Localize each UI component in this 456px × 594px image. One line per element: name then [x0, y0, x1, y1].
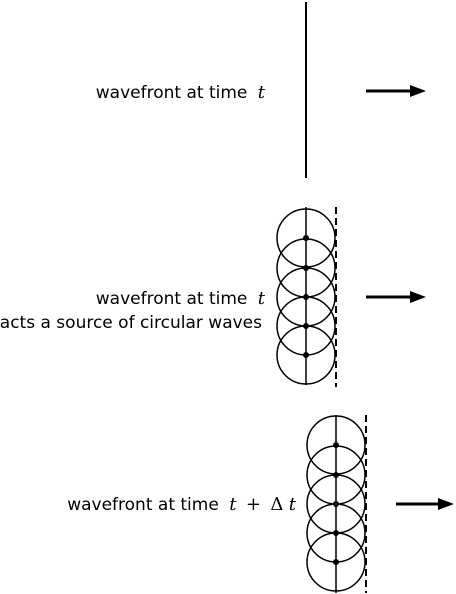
panel-3-time-symbol: t: [229, 494, 237, 515]
panel-2-direction-arrow: [366, 291, 426, 303]
panel-2-time-symbol: t: [258, 288, 266, 309]
panel-3-direction-arrow: [396, 498, 454, 510]
panel-1-label: wavefront at time t: [96, 82, 266, 103]
panel-3-source-point: [333, 472, 339, 478]
panel-1-time-symbol: t: [258, 82, 266, 103]
panel-3-source-point: [333, 501, 339, 507]
panel-3-source-point: [333, 442, 339, 448]
panel-3-delta-var: t: [289, 494, 297, 515]
panel-2-source-point: [303, 294, 309, 300]
panel-3-label: wavefront at time t + Δ t: [67, 494, 297, 515]
panel-2-source-point: [303, 235, 309, 241]
panel-3-source-point: [333, 530, 339, 536]
panel-2-source-point: [303, 323, 309, 329]
panel-3-delta-symbol: Δ: [270, 494, 283, 515]
panel-3-plus-sign: +: [246, 494, 261, 515]
panel-3-source-point: [333, 559, 339, 565]
panel-2-source-point: [303, 352, 309, 358]
panel-2-label-text: wavefront at time: [96, 289, 248, 309]
panel-2-source-point: [303, 265, 309, 271]
panel-3-label-text: wavefront at time: [67, 495, 219, 515]
panel-2: wavefront at time t acts a source of cir…: [0, 207, 426, 387]
panel-2-label-line-2: acts a source of circular waves: [0, 313, 262, 333]
panel-2-label-line-1: wavefront at time t: [96, 288, 266, 309]
panel-3: wavefront at time t + Δ t: [67, 415, 454, 593]
panel-1-label-text: wavefront at time: [96, 83, 248, 103]
panel-2-source-points: [303, 235, 309, 358]
panel-3-source-points: [333, 442, 339, 565]
panel-1-direction-arrow: [366, 85, 426, 97]
panel-1: wavefront at time t: [96, 2, 426, 178]
